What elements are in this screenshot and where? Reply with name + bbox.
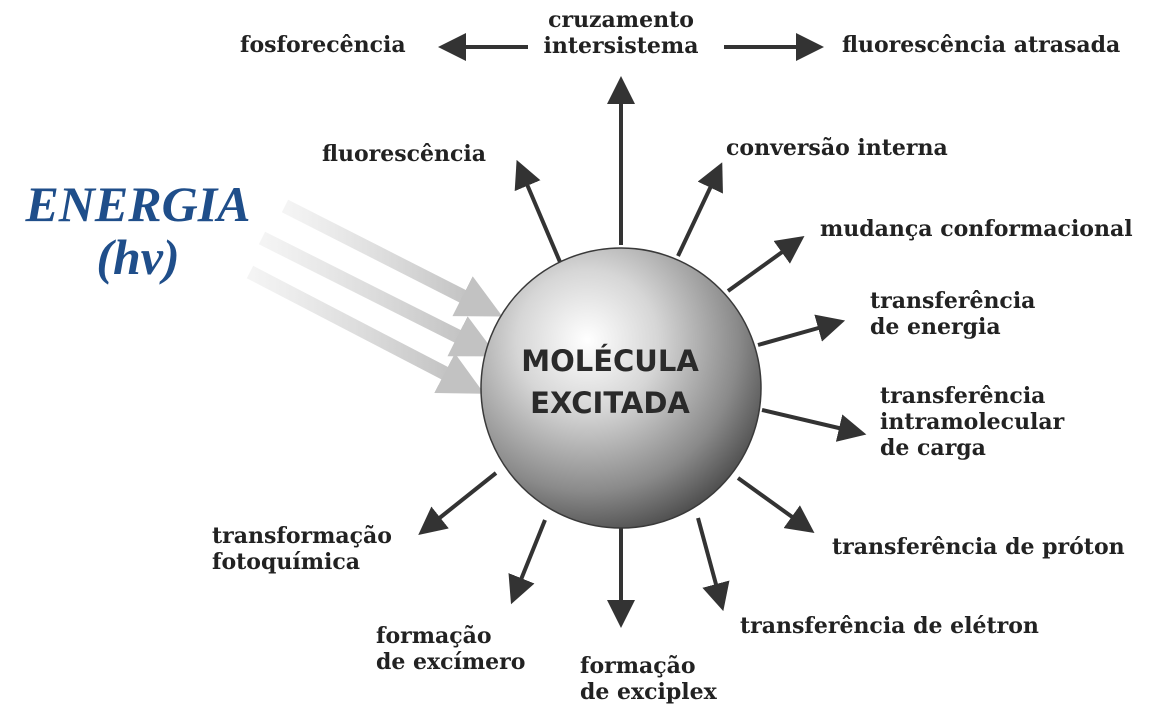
molecule-sphere [480,247,762,529]
arrow-electron-transfer [696,517,730,612]
arrow-energy-transfer [757,314,846,347]
outcome-arrows [418,33,867,628]
label-photochemical: transformação fotoquímica [212,523,392,575]
energy-symbol: (hv) [96,228,180,285]
label-conformational-change: mudança conformacional [820,216,1133,242]
arrow-excimer [508,519,547,605]
molecule-label-line2: EXCITADA [530,386,690,421]
light-beam [258,231,498,357]
light-beam [281,199,503,317]
energy-label: ENERGIA (hv) [8,178,268,283]
label-fluorescence: fluorescência [322,141,487,167]
label-electron-transfer: transferência de elétron [740,613,1039,639]
molecule-label: MOLÉCULA EXCITADA [482,340,738,424]
arrow-internal-conversion [676,162,723,257]
label-delayed-fluorescence: fluorescência atrasada [842,32,1121,58]
label-ict: transferência intramolecular de carga [880,383,1065,461]
label-proton-transfer: transferência de próton [832,534,1125,560]
arrow-photochemical [418,471,498,535]
light-beams [246,199,503,394]
molecule-label-line1: MOLÉCULA [521,344,699,378]
label-internal-conversion: conversão interna [726,135,948,161]
label-excimer: formação de excímero [376,623,526,675]
label-energy-transfer: transferência de energia [870,288,1036,340]
arrow-proton-transfer [736,476,815,534]
arrow-conformational-change [726,235,805,293]
label-isc: cruzamento intersistema [543,7,699,59]
label-phosphorescence: fosforecência [240,32,406,58]
arrow-fluorescence [514,159,562,263]
label-exciplex: formação de exciplex [580,653,717,705]
light-beam [246,265,485,394]
energy-word: ENERGIA [25,176,251,232]
arrow-ict [761,408,867,442]
